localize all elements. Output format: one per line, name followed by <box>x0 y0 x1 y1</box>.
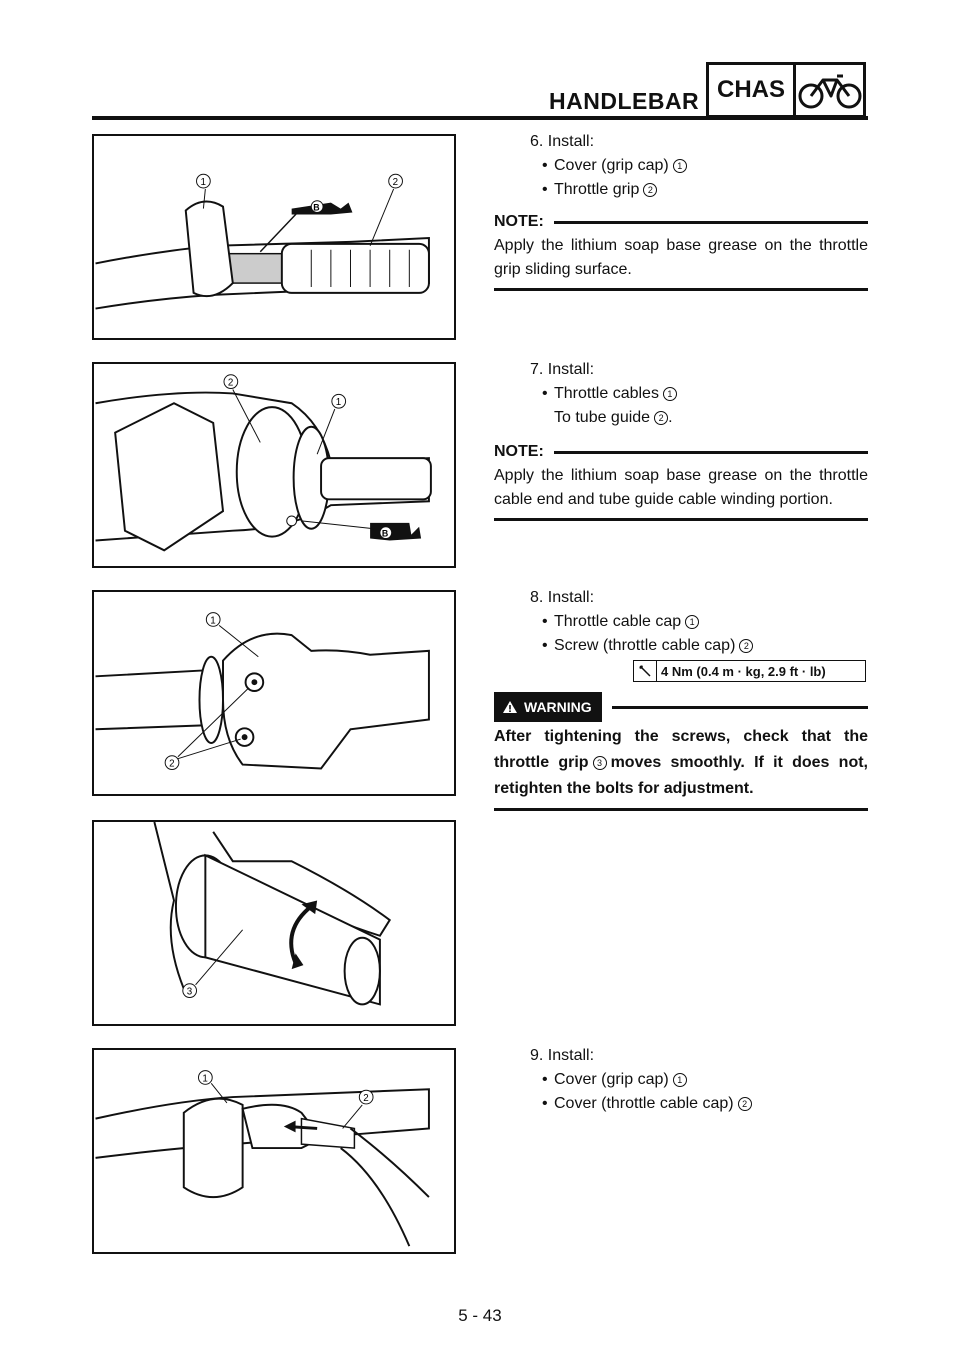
wrench-icon <box>634 661 657 681</box>
motorcycle-icon <box>796 65 863 115</box>
step-number: 6. Install: <box>530 133 595 150</box>
figure-throttle-cable-cap: 1 2 <box>92 590 456 796</box>
figure-throttle-cables: B 2 1 <box>92 362 456 568</box>
note-label: NOTE: <box>494 213 544 230</box>
grease-mark: B <box>382 529 388 539</box>
page-number: 5 - 43 <box>458 1306 502 1325</box>
step-6: 6. Install: Cover (grip cap)1 Throttle g… <box>530 130 870 202</box>
callout-1: 1 <box>202 1073 207 1084</box>
grease-mark: B <box>313 203 319 213</box>
step-number: 7. Install: <box>530 361 595 378</box>
callout-2: 2 <box>228 378 233 389</box>
section-badge: CHAS <box>706 62 866 118</box>
torque-value: 4 Nm (0.4 m · kg, 2.9 ft · lb) <box>661 663 826 679</box>
torque-spec: 4 Nm (0.4 m · kg, 2.9 ft · lb) <box>633 660 866 682</box>
step-number: 8. Install: <box>530 589 595 606</box>
warning-icon <box>503 701 517 713</box>
warning-body: After tightening the screws, check that … <box>494 728 869 797</box>
callout-2: 2 <box>169 759 174 770</box>
step-item: Cover (grip cap)1 <box>542 154 870 178</box>
callout-1: 1 <box>336 397 341 408</box>
header-rule <box>92 116 868 120</box>
callout-1: 1 <box>210 615 215 626</box>
note-1: NOTE: Apply the lithium soap base grease… <box>494 210 868 291</box>
step-item: Screw (throttle cable cap)2 <box>542 634 870 658</box>
figure-throttle-grip-check: 3 <box>92 820 456 1026</box>
page-title: HANDLEBAR <box>549 88 700 114</box>
note-body: Apply the lithium soap base grease on th… <box>494 237 868 278</box>
note-2: NOTE: Apply the lithium soap base grease… <box>494 440 868 521</box>
callout-1: 1 <box>200 177 205 188</box>
figure-grip-cap: B 1 2 <box>92 134 456 340</box>
warning-badge: WARNING <box>494 692 602 722</box>
step-number: 9. Install: <box>530 1047 595 1064</box>
section-code: CHAS <box>709 65 796 115</box>
callout-2: 2 <box>363 1093 368 1104</box>
step-item: Cover (throttle cable cap)2 <box>542 1092 870 1116</box>
step-9: 9. Install: Cover (grip cap)1 Cover (thr… <box>530 1044 870 1116</box>
step-item: Cover (grip cap)1 <box>542 1068 870 1092</box>
note-label: NOTE: <box>494 443 544 460</box>
warning-box: WARNING After tightening the screws, che… <box>494 692 868 811</box>
figure-throttle-cable-cover: 1 2 <box>92 1048 456 1254</box>
note-body: Apply the lithium soap base grease on th… <box>494 467 868 508</box>
callout-3: 3 <box>187 987 193 998</box>
callout-2: 2 <box>393 177 398 188</box>
